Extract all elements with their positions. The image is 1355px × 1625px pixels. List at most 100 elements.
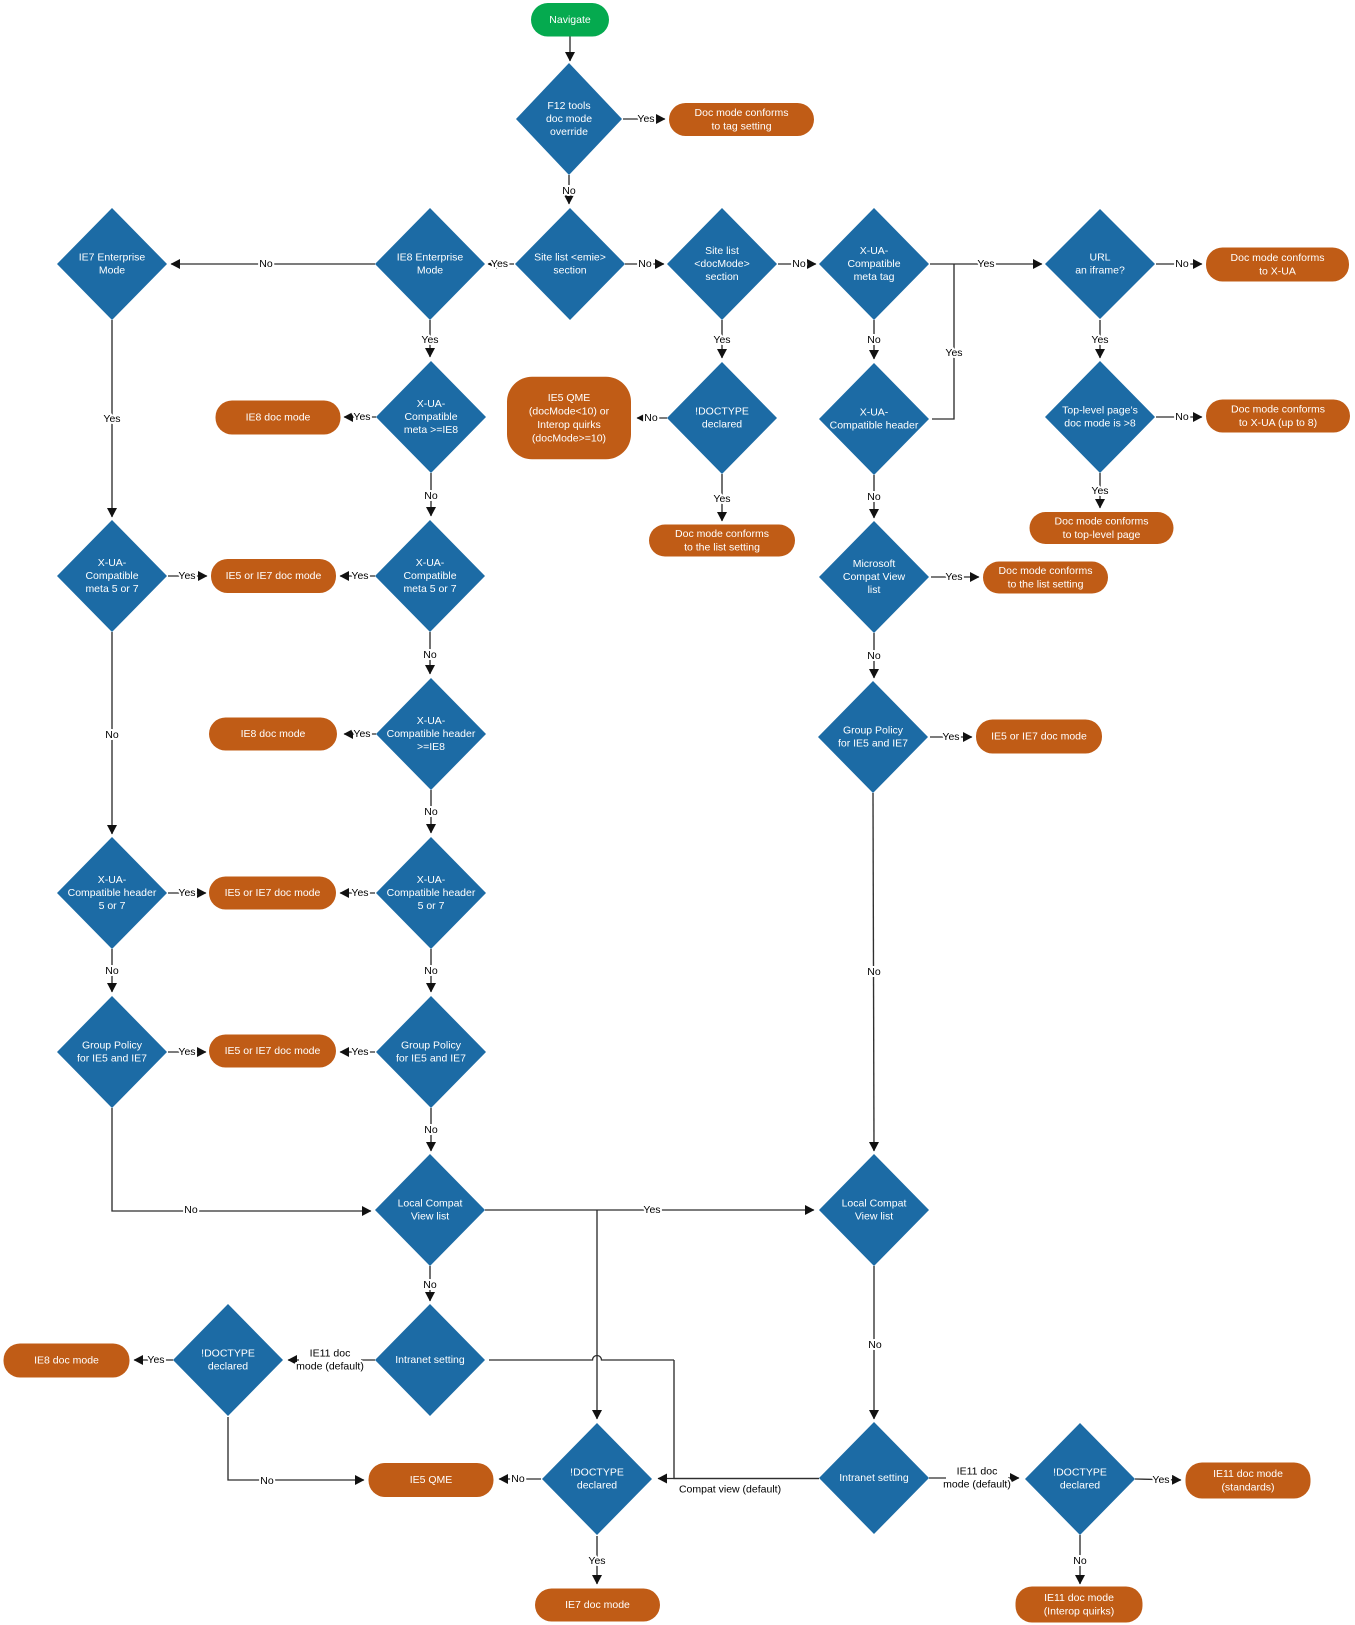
svg-text:Compatible: Compatible — [404, 411, 457, 423]
svg-text:No: No — [424, 1124, 438, 1136]
svg-text:doc mode is >8: doc mode is >8 — [1064, 418, 1136, 430]
svg-text:5 or 7: 5 or 7 — [418, 900, 445, 912]
svg-text:Yes: Yes — [637, 113, 654, 125]
svg-text:Microsoft: Microsoft — [853, 558, 896, 570]
svg-text:Yes: Yes — [643, 1204, 660, 1216]
svg-text:Compatible header: Compatible header — [830, 420, 919, 432]
svg-text:!DOCTYPE: !DOCTYPE — [1053, 1467, 1107, 1479]
svg-text:X-UA-: X-UA- — [98, 874, 127, 886]
svg-text:5 or 7: 5 or 7 — [99, 900, 126, 912]
svg-text:No: No — [424, 965, 438, 977]
svg-text:No: No — [867, 650, 881, 662]
svg-text:Yes: Yes — [1152, 1474, 1169, 1486]
svg-text:Top-level page’s: Top-level page’s — [1062, 405, 1138, 417]
svg-text:IE8 doc mode: IE8 doc mode — [241, 728, 306, 740]
svg-text:Group Policy: Group Policy — [82, 1040, 143, 1052]
svg-text:No: No — [1073, 1555, 1087, 1567]
svg-text:No: No — [867, 334, 881, 346]
svg-text:No: No — [638, 258, 652, 270]
svg-text:Yes: Yes — [147, 1354, 164, 1366]
svg-text:Doc mode conforms: Doc mode conforms — [1231, 252, 1325, 264]
svg-text:Navigate: Navigate — [549, 14, 591, 26]
svg-text:(standards): (standards) — [1221, 1481, 1274, 1493]
svg-text:No: No — [1175, 258, 1189, 270]
svg-text:Yes: Yes — [178, 570, 195, 582]
svg-text:Doc mode conforms: Doc mode conforms — [1231, 403, 1325, 415]
svg-text:!DOCTYPE: !DOCTYPE — [201, 1348, 255, 1360]
svg-text:No: No — [259, 258, 273, 270]
svg-text:IE11 doc: IE11 doc — [957, 1466, 998, 1478]
svg-text:Doc mode conforms: Doc mode conforms — [999, 565, 1093, 577]
svg-text:Yes: Yes — [351, 887, 368, 899]
svg-text:X-UA-: X-UA- — [417, 398, 446, 410]
svg-text:X-UA-: X-UA- — [98, 557, 127, 569]
svg-text:X-UA-: X-UA- — [416, 557, 445, 569]
svg-text:No: No — [1175, 411, 1189, 423]
svg-text:meta 5 or 7: meta 5 or 7 — [85, 583, 138, 595]
svg-text:Group Policy: Group Policy — [843, 725, 904, 737]
svg-text:IE5 or IE7 doc mode: IE5 or IE7 doc mode — [225, 1045, 321, 1057]
svg-text:Yes: Yes — [178, 887, 195, 899]
svg-text:Site list <emie>: Site list <emie> — [534, 252, 606, 264]
svg-text:!DOCTYPE: !DOCTYPE — [695, 406, 749, 418]
svg-text:Yes: Yes — [353, 728, 370, 740]
svg-text:IE5 or IE7 doc mode: IE5 or IE7 doc mode — [991, 731, 1087, 743]
svg-text:meta tag: meta tag — [854, 271, 895, 283]
svg-text:Intranet setting: Intranet setting — [395, 1354, 465, 1366]
svg-text:Intranet setting: Intranet setting — [839, 1472, 909, 1484]
svg-text:IE11 doc mode: IE11 doc mode — [1213, 1468, 1283, 1480]
svg-text:IE11 doc: IE11 doc — [310, 1348, 351, 1360]
svg-text:for IE5 and IE7: for IE5 and IE7 — [396, 1053, 466, 1065]
svg-text:(docMode>=10): (docMode>=10) — [532, 432, 606, 444]
svg-text:for IE5 and IE7: for IE5 and IE7 — [77, 1053, 147, 1065]
svg-text:Yes: Yes — [351, 1046, 368, 1058]
svg-text:Yes: Yes — [491, 258, 508, 270]
svg-text:IE8 doc mode: IE8 doc mode — [246, 412, 311, 424]
svg-text:Yes: Yes — [977, 258, 994, 270]
svg-text:Yes: Yes — [945, 571, 962, 583]
svg-text:No: No — [868, 1339, 882, 1351]
svg-text:Compat view (default): Compat view (default) — [679, 1484, 781, 1496]
svg-text:No: No — [184, 1204, 198, 1216]
svg-text:declared: declared — [577, 1480, 617, 1492]
svg-text:IE7 Enterprise: IE7 Enterprise — [79, 252, 146, 264]
svg-text:to top-level page: to top-level page — [1063, 529, 1141, 541]
svg-text:declared: declared — [1060, 1480, 1100, 1492]
svg-text:declared: declared — [702, 419, 742, 431]
svg-text:Doc mode conforms: Doc mode conforms — [675, 528, 769, 540]
svg-text:No: No — [423, 649, 437, 661]
svg-text:X-UA-: X-UA- — [417, 715, 446, 727]
svg-text:Yes: Yes — [351, 570, 368, 582]
svg-text:>=IE8: >=IE8 — [417, 741, 445, 753]
svg-text:Local Compat: Local Compat — [842, 1198, 907, 1210]
svg-text:IE7 doc mode: IE7 doc mode — [565, 1599, 630, 1611]
svg-text:Yes: Yes — [353, 411, 370, 423]
svg-text:URL: URL — [1089, 252, 1110, 264]
svg-text:Yes: Yes — [588, 1555, 605, 1567]
svg-text:Compat View: Compat View — [843, 571, 906, 583]
svg-text:IE8 Enterprise: IE8 Enterprise — [397, 252, 464, 264]
svg-text:an iframe?: an iframe? — [1075, 265, 1125, 277]
svg-text:IE5 QME: IE5 QME — [548, 392, 591, 404]
svg-text:No: No — [423, 1279, 437, 1291]
svg-text:Mode: Mode — [417, 265, 443, 277]
svg-text:IE5 QME: IE5 QME — [410, 1474, 453, 1486]
svg-text:IE11 doc mode: IE11 doc mode — [1044, 1592, 1114, 1604]
svg-text:declared: declared — [208, 1361, 248, 1373]
svg-text:F12 tools: F12 tools — [547, 100, 590, 112]
svg-text:Compatible header: Compatible header — [68, 887, 157, 899]
svg-text:No: No — [424, 490, 438, 502]
svg-text:No: No — [105, 729, 119, 741]
svg-text:Group Policy: Group Policy — [401, 1040, 462, 1052]
svg-text:Interop quirks: Interop quirks — [537, 419, 601, 431]
svg-text:Yes: Yes — [103, 413, 120, 425]
svg-text:Yes: Yes — [942, 731, 959, 743]
svg-text:No: No — [424, 806, 438, 818]
svg-text:No: No — [562, 185, 576, 197]
svg-text:Mode: Mode — [99, 265, 125, 277]
svg-text:Yes: Yes — [945, 347, 962, 359]
svg-text:meta >=IE8: meta >=IE8 — [404, 424, 458, 436]
svg-text:doc mode: doc mode — [546, 113, 592, 125]
svg-text:Compatible: Compatible — [403, 570, 456, 582]
svg-text:Compatible: Compatible — [847, 258, 900, 270]
